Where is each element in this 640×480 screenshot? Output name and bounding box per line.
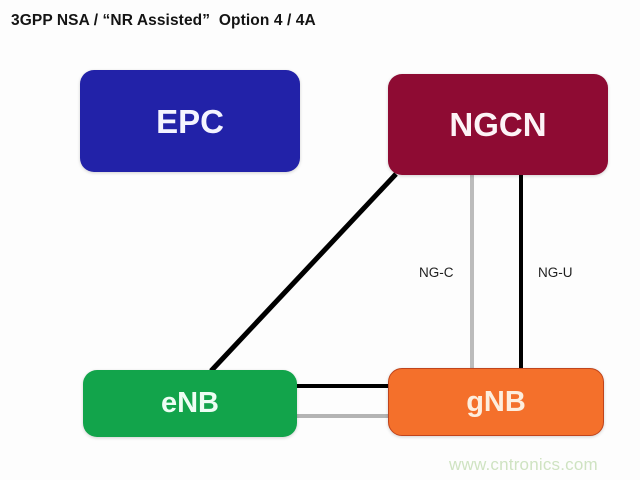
node-epc-label: EPC (156, 102, 224, 140)
node-gnb[interactable]: gNB (388, 368, 604, 436)
node-ngcn-label: NGCN (449, 106, 547, 143)
link-label-ng-u: NG-U (538, 265, 573, 280)
node-gnb-label: gNB (466, 385, 526, 418)
page-title: 3GPP NSA / “NR Assisted” Option 4 / 4A (11, 12, 316, 29)
node-ngcn[interactable]: NGCN (388, 74, 608, 175)
node-enb-label: eNB (160, 387, 219, 419)
node-enb[interactable]: eNB (83, 370, 297, 437)
watermark: www.cntronics.com (449, 455, 598, 474)
node-epc[interactable]: EPC (80, 70, 300, 172)
link-label-ng-c: NG-C (419, 265, 454, 280)
link-ngcn-enb (209, 172, 398, 373)
